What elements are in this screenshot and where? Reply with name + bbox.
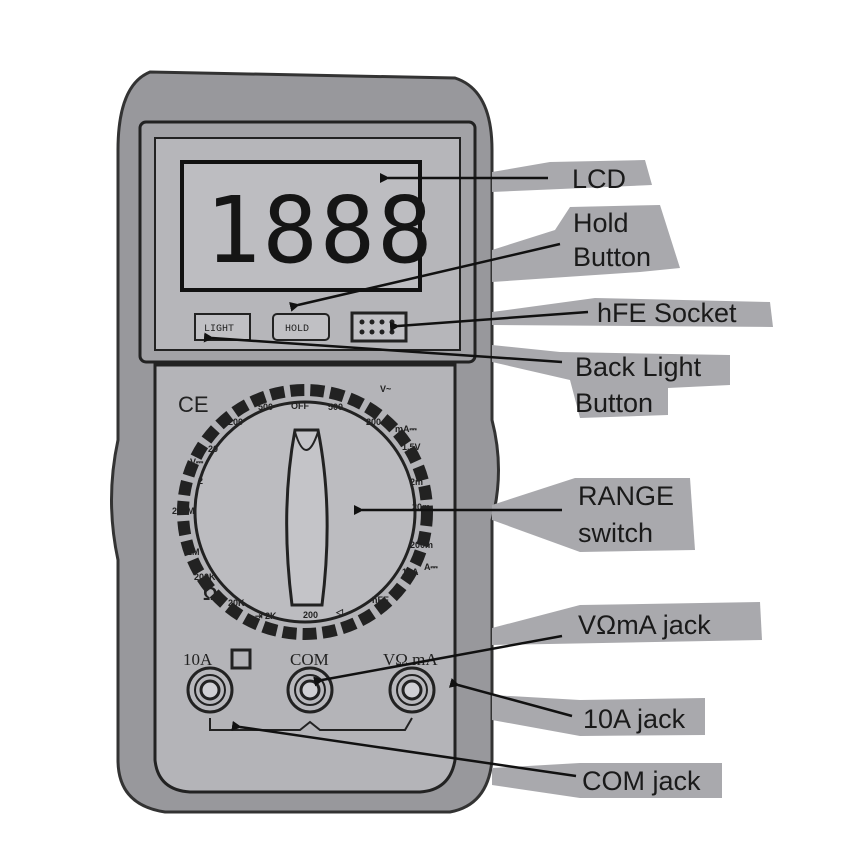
backlight-button-label: LIGHT xyxy=(204,324,234,335)
dial-label: 2M xyxy=(187,547,200,557)
range-switch[interactable] xyxy=(177,384,433,640)
callout-arrows xyxy=(203,173,589,778)
dial-label: 200K xyxy=(194,572,216,582)
callout-backlight-line2: Button xyxy=(575,388,653,418)
ce-mark: CE xyxy=(178,392,209,417)
dial-label: 20K xyxy=(228,598,245,608)
callout-lcd: LCD xyxy=(572,164,626,194)
dial-label: mA⎓ xyxy=(395,424,418,434)
hold-button[interactable] xyxy=(272,313,330,341)
jack-com[interactable] xyxy=(286,666,334,714)
jack-label-vomA: VΩ mA xyxy=(383,650,438,669)
dial-label: 10A xyxy=(402,567,419,577)
dial-label: ◁ xyxy=(335,607,344,617)
range-knob-pointer xyxy=(285,428,329,607)
callout-hfe: hFE Socket xyxy=(597,298,737,328)
dial-label: 200 xyxy=(366,417,381,427)
dial-label: OFF xyxy=(291,401,309,411)
lcd-window xyxy=(180,160,422,292)
jack-bracket xyxy=(209,717,413,731)
dial-label: ⇥ 2K xyxy=(255,611,277,621)
jack-vomA[interactable] xyxy=(388,666,436,714)
hfe-socket[interactable] xyxy=(350,311,408,343)
callout-10a-jack: 10A jack xyxy=(583,704,686,734)
dial-label: 2m xyxy=(410,477,423,487)
jack-label-com: COM xyxy=(290,650,329,669)
jack-label-10a: 10A xyxy=(183,650,213,669)
dial-label: 200M xyxy=(172,506,195,516)
callout-vomA-jack: VΩmA jack xyxy=(578,610,711,640)
dial-label: Ω xyxy=(203,584,217,604)
dial-label: 200 xyxy=(228,417,243,427)
fuse-icon xyxy=(230,648,252,670)
dial-label: 200m xyxy=(410,540,433,550)
dial-label: 200 xyxy=(303,610,318,620)
dial-label: 2 xyxy=(198,476,203,486)
callout-range-line1: RANGE xyxy=(578,481,674,511)
callout-com-jack: COM jack xyxy=(582,766,701,796)
dial-label: 20m xyxy=(412,502,430,512)
dial-label: V~ xyxy=(380,384,391,394)
dial-label: 500 xyxy=(328,402,343,412)
dial-label: A⎓ xyxy=(424,562,438,572)
hold-button-label: HOLD xyxy=(285,324,309,335)
callout-hold-line2: Button xyxy=(573,242,651,272)
dial-label: V⎓ xyxy=(190,457,204,467)
lcd-digits: 1888 xyxy=(205,177,435,284)
callout-hold-line1: Hold xyxy=(573,208,629,238)
dial-label: 1.5V xyxy=(402,442,421,452)
callout-backlight-line1: Back Light xyxy=(575,352,702,382)
dial-label: 500 xyxy=(258,402,273,412)
dial-label: hFE xyxy=(372,595,389,605)
dial-label: 20 xyxy=(208,444,218,454)
jack-10a[interactable] xyxy=(186,666,234,714)
callout-range-line2: switch xyxy=(578,518,653,548)
